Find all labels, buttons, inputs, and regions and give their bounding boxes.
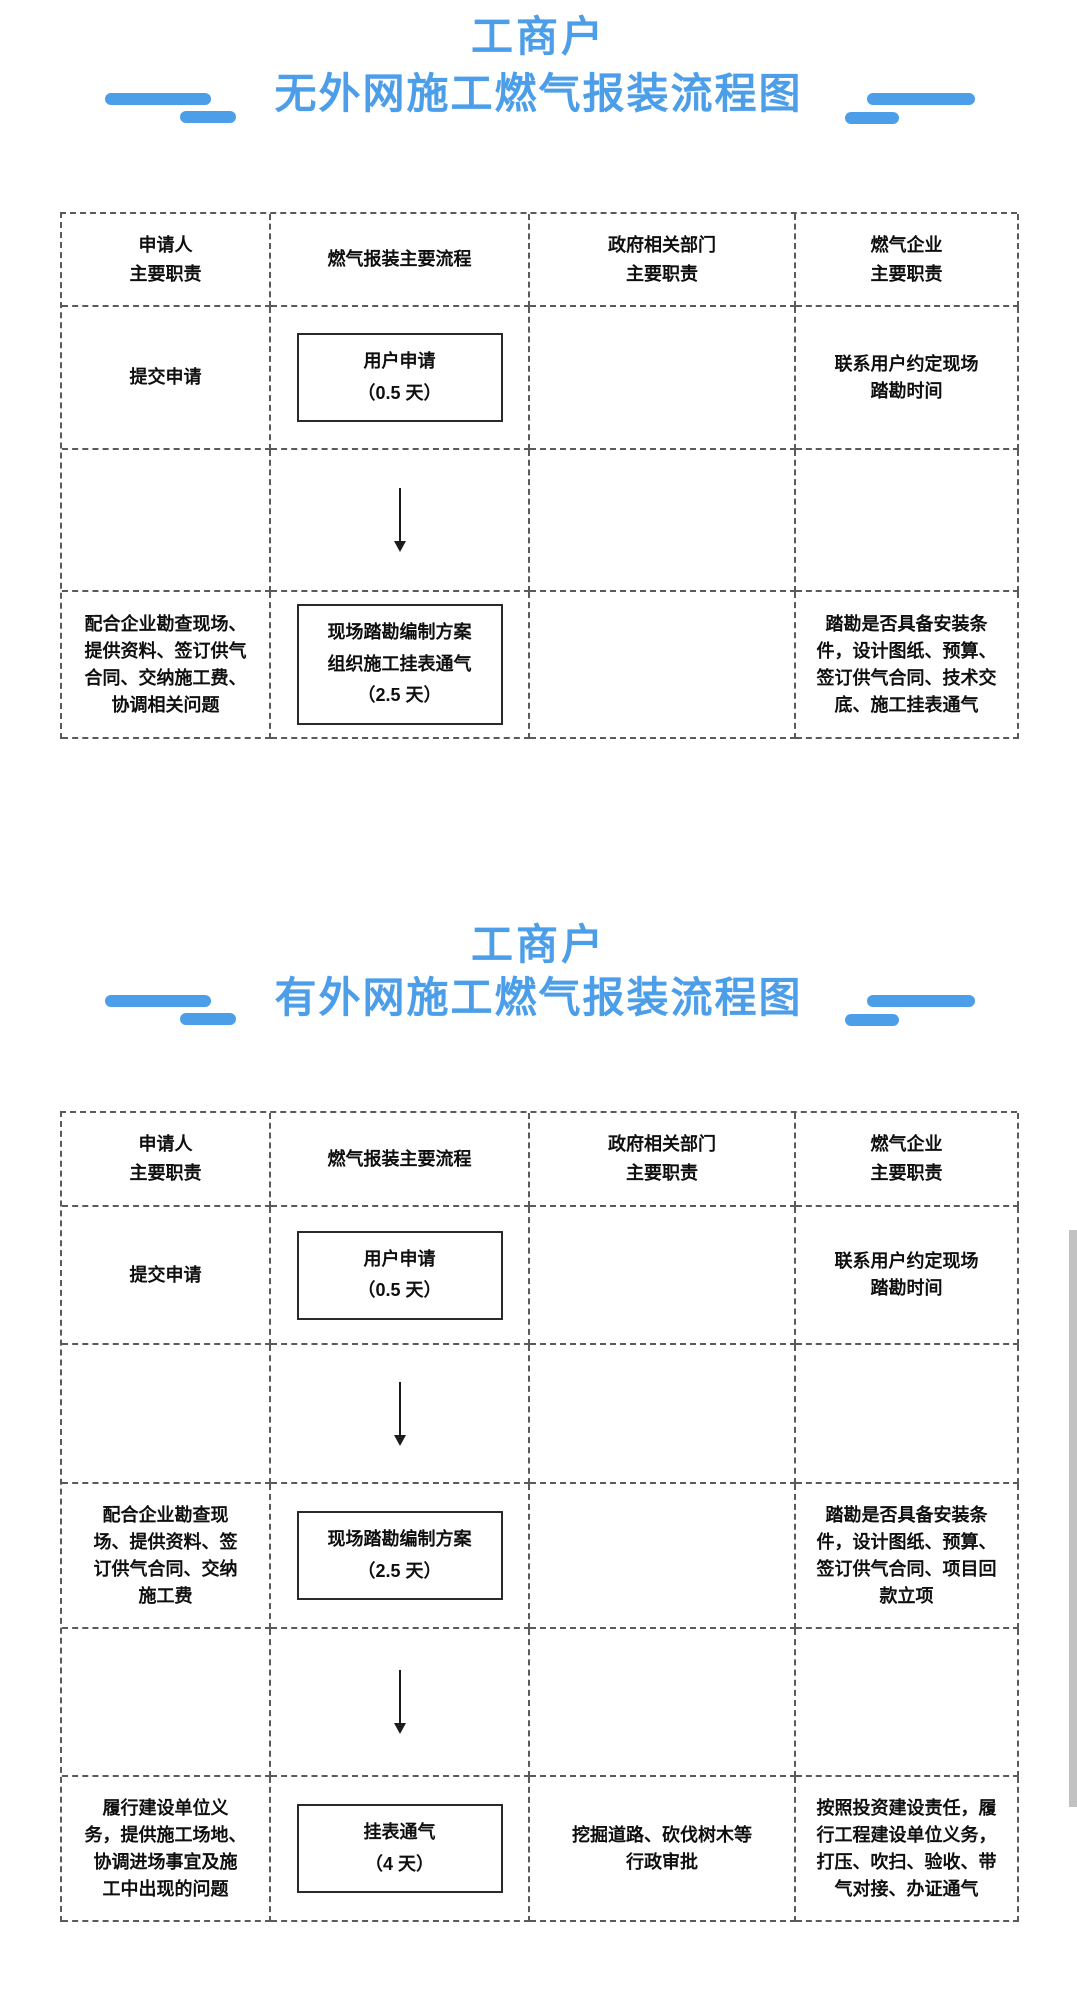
t2-r2-government-empty [530, 1207, 796, 1345]
t1-r4-applicant: 配合企业勘查现场、 提供资料、签订供气 合同、交纳施工费、 协调相关问题 [62, 592, 271, 739]
title-dash-icon [180, 111, 236, 123]
diagram2-title: 工商户 [470, 921, 606, 968]
t1-r3-government-empty [530, 450, 796, 592]
t2-r2-applicant: 提交申请 [62, 1207, 271, 1345]
down-arrow-icon [393, 1670, 406, 1734]
t1-r4-company: 踏勘是否具备安装条 件，设计图纸、预算、 签订供气合同、技术交 底、施工挂表通气 [796, 592, 1019, 739]
t2-r5-process [271, 1629, 530, 1777]
title-dash-icon [105, 995, 211, 1007]
diagram2-subtitle: 有外网施工燃气报装流程图 [274, 974, 803, 1021]
scrollbar-thumb[interactable] [1069, 1230, 1077, 1807]
diagram1-subtitle: 无外网施工燃气报装流程图 [274, 70, 803, 117]
t1-r2-government-empty [530, 307, 796, 450]
down-arrow-icon [393, 488, 406, 552]
t2-flow-box-site-survey: 现场踏勘编制方案 （2.5 天） [296, 1511, 503, 1600]
t2-r6-government: 挖掘道路、砍伐树木等 行政审批 [530, 1777, 796, 1922]
t2-r2-company: 联系用户约定现场 踏勘时间 [796, 1207, 1019, 1345]
t2-r4-company: 踏勘是否具备安装条 件，设计图纸、预算、 签订供气合同、项目回 款立项 [796, 1484, 1019, 1629]
title-dash-icon [180, 1013, 236, 1025]
t1-header-company: 燃气企业 主要职责 [796, 214, 1019, 307]
t1-r2-applicant: 提交申请 [62, 307, 271, 450]
t2-r4-applicant: 配合企业勘查现 场、提供资料、签 订供气合同、交纳 施工费 [62, 1484, 271, 1629]
t1-header-applicant: 申请人 主要职责 [62, 214, 271, 307]
t1-header-process: 燃气报装主要流程 [271, 214, 530, 307]
t2-header-applicant: 申请人 主要职责 [62, 1113, 271, 1207]
t2-r3-government-empty [530, 1345, 796, 1484]
diagram1-title: 工商户 [470, 13, 606, 60]
t2-header-company: 燃气企业 主要职责 [796, 1113, 1019, 1207]
t1-flow-box-user-apply: 用户申请 （0.5 天） [296, 333, 503, 422]
t2-r4-process: 现场踏勘编制方案 （2.5 天） [271, 1484, 530, 1629]
down-arrow-icon [393, 1381, 406, 1446]
t2-r5-government-empty [530, 1629, 796, 1777]
t1-r3-process [271, 450, 530, 592]
t1-r4-government-empty [530, 592, 796, 739]
title-dash-icon [105, 93, 211, 105]
t2-r5-applicant-empty [62, 1629, 271, 1777]
t2-header-process: 燃气报装主要流程 [271, 1113, 530, 1207]
t2-flow-box-meter-gas: 挂表通气 （4 天） [296, 1804, 503, 1893]
t1-r2-process: 用户申请 （0.5 天） [271, 307, 530, 450]
diagram1-table: 申请人 主要职责 燃气报装主要流程 政府相关部门 主要职责 燃气企业 主要职责 … [60, 212, 1019, 739]
t2-r3-company-empty [796, 1345, 1019, 1484]
t2-r2-process: 用户申请 （0.5 天） [271, 1207, 530, 1345]
title-dash-icon [845, 112, 899, 124]
t2-r4-government-empty [530, 1484, 796, 1629]
t1-r3-applicant-empty [62, 450, 271, 592]
t1-flow-box-site-survey: 现场踏勘编制方案 组织施工挂表通气 （2.5 天） [296, 604, 503, 725]
t2-r6-company: 按照投资建设责任，履 行工程建设单位义务， 打压、吹扫、验收、带 气对接、办证通… [796, 1777, 1019, 1922]
t2-r6-applicant: 履行建设单位义 务，提供施工场地、 协调进场事宜及施 工中出现的问题 [62, 1777, 271, 1922]
diagram2-table: 申请人 主要职责 燃气报装主要流程 政府相关部门 主要职责 燃气企业 主要职责 … [60, 1111, 1019, 1922]
t2-r6-process: 挂表通气 （4 天） [271, 1777, 530, 1922]
title-dash-icon [867, 995, 975, 1007]
title-dash-icon [845, 1014, 899, 1026]
t2-r3-process [271, 1345, 530, 1484]
t2-r5-company-empty [796, 1629, 1019, 1777]
t2-header-government: 政府相关部门 主要职责 [530, 1113, 796, 1207]
t2-flow-box-user-apply: 用户申请 （0.5 天） [296, 1230, 503, 1320]
t1-r2-company: 联系用户约定现场 踏勘时间 [796, 307, 1019, 450]
title-dash-icon [867, 93, 975, 105]
t2-r3-applicant-empty [62, 1345, 271, 1484]
t1-r4-process: 现场踏勘编制方案 组织施工挂表通气 （2.5 天） [271, 592, 530, 739]
t1-header-government: 政府相关部门 主要职责 [530, 214, 796, 307]
t1-r3-company-empty [796, 450, 1019, 592]
